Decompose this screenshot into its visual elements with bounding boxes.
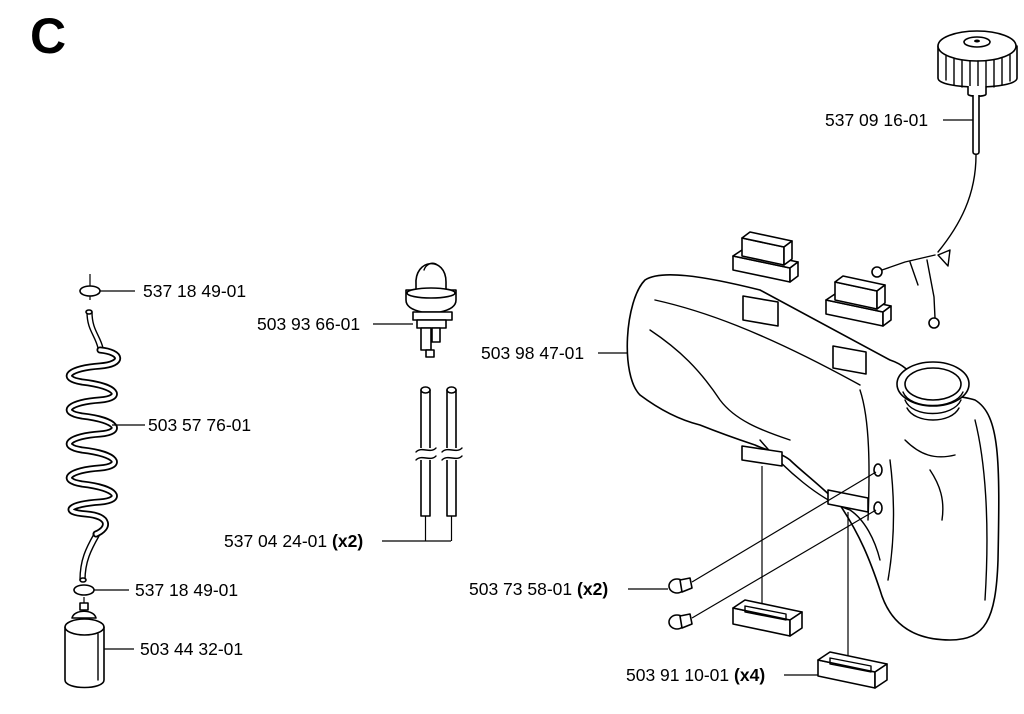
leader-lines xyxy=(94,119,973,676)
callout-label-coil: 503 57 76-01 xyxy=(148,414,251,436)
fuel-hose-coil-illustration xyxy=(65,309,122,583)
part-number: 503 98 47-01 xyxy=(481,343,585,363)
callout-label-filter: 503 44 32-01 xyxy=(140,638,243,660)
part-number: 537 04 24-01 xyxy=(224,531,328,551)
fuel-filter-illustration xyxy=(64,602,105,689)
primer-bulb-illustration xyxy=(405,262,457,358)
section-letter: C xyxy=(30,8,67,64)
part-number: 503 57 76-01 xyxy=(148,415,252,435)
fuel-tank-illustration xyxy=(626,274,1000,641)
fuel-hoses-illustration xyxy=(415,386,463,541)
quantity: (x2) xyxy=(332,531,364,551)
damper-blocks-bottom-illustration xyxy=(732,466,888,689)
part-number: 503 93 66-01 xyxy=(257,314,361,334)
callout-label-cap: 537 09 16-01 xyxy=(825,109,928,131)
callout-label-dampers: 503 91 10-01 (x4) xyxy=(626,664,765,686)
callout-label-grommet: 503 73 58-01 (x2) xyxy=(469,578,608,600)
ring-bottom-illustration xyxy=(73,584,95,603)
quantity: (x4) xyxy=(734,665,766,685)
callout-label-primer: 503 93 66-01 xyxy=(257,313,360,335)
part-number: 537 18 49-01 xyxy=(135,580,239,600)
callout-label-tank: 503 98 47-01 xyxy=(481,342,584,364)
quantity: (x2) xyxy=(577,579,609,599)
callout-label-hoses: 537 04 24-01 (x2) xyxy=(224,530,363,552)
part-number: 503 44 32-01 xyxy=(140,639,244,659)
damper-blocks-top-illustration xyxy=(732,231,892,327)
fuel-cap-illustration xyxy=(871,30,1018,329)
ring-top-illustration xyxy=(79,274,101,300)
callout-label-ring-bottom: 537 18 49-01 xyxy=(135,579,238,601)
grommets-illustration xyxy=(668,471,877,630)
part-number: 503 91 10-01 xyxy=(626,665,730,685)
callout-label-ring-top: 537 18 49-01 xyxy=(143,280,246,302)
part-number: 537 09 16-01 xyxy=(825,110,929,130)
part-number: 503 73 58-01 xyxy=(469,579,573,599)
part-number: 537 18 49-01 xyxy=(143,281,247,301)
